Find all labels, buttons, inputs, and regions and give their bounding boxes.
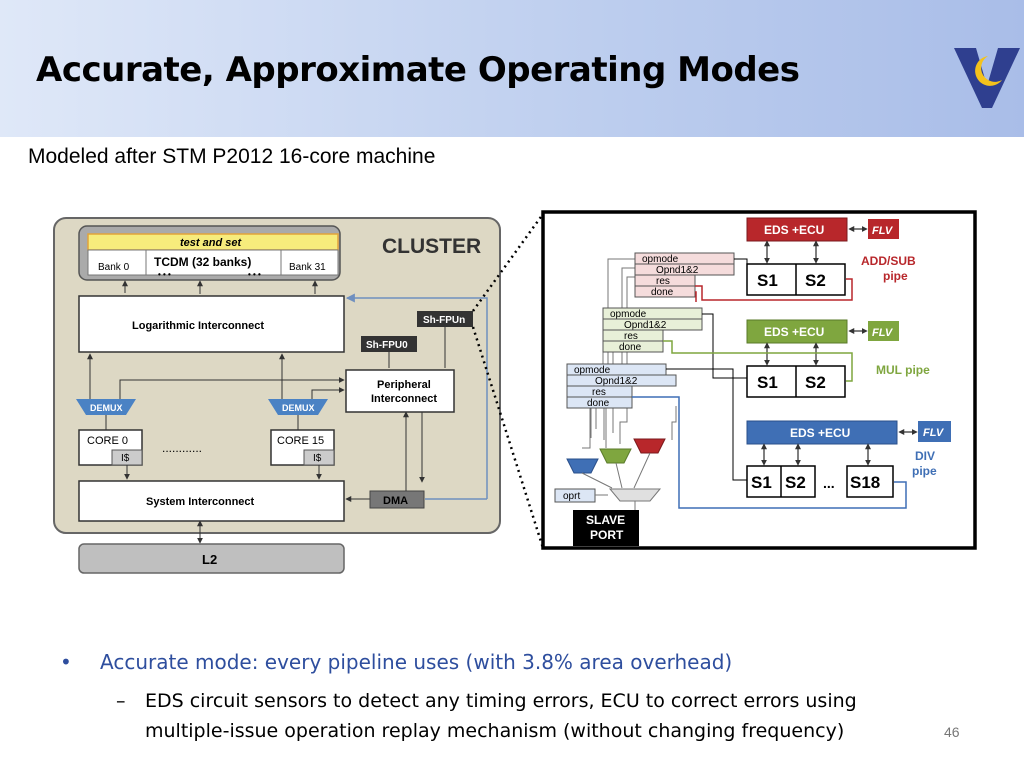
div-label-2: pipe bbox=[912, 464, 937, 478]
l2-label: L2 bbox=[202, 552, 217, 567]
div-done: done bbox=[587, 398, 610, 409]
bullet-sub: – EDS circuit sensors to detect any timi… bbox=[60, 686, 945, 746]
oprt-label: oprt bbox=[563, 491, 580, 502]
add-s1: S1 bbox=[757, 271, 778, 290]
mul-flv-label: FLV bbox=[872, 327, 894, 339]
sh-fpu0-label: Sh-FPU0 bbox=[366, 340, 408, 351]
tcdm-label: TCDM (32 banks) bbox=[154, 255, 251, 269]
dma-label: DMA bbox=[383, 495, 408, 507]
core15-label: CORE 15 bbox=[277, 435, 324, 447]
div-s2: S2 bbox=[785, 473, 806, 492]
log-interconnect-label: Logarithmic Interconnect bbox=[132, 320, 264, 332]
core0-label: CORE 0 bbox=[87, 435, 128, 447]
div-ellipsis: ... bbox=[823, 475, 835, 491]
mul-done: done bbox=[619, 342, 642, 353]
fpu-pipeline-panel: EDS +ECU FLV S1 S2 opmode Opnd1&2 res do… bbox=[541, 210, 977, 550]
bullet-list: • Accurate mode: every pipeline uses (wi… bbox=[60, 650, 960, 746]
add-opmode: opmode bbox=[642, 254, 679, 265]
mul-pipe: EDS +ECU FLV S1 S2 opmode Opnd1&2 res do… bbox=[602, 307, 930, 398]
core0-icache: I$ bbox=[121, 453, 130, 464]
bank0-label: Bank 0 bbox=[98, 262, 130, 273]
div-eds-label: EDS +ECU bbox=[790, 426, 850, 440]
demux0-label: DEMUX bbox=[90, 403, 123, 413]
core15-icache: I$ bbox=[313, 453, 322, 464]
architecture-diagram: CLUSTER test and set Bank 0 TCDM (32 ban… bbox=[53, 210, 977, 574]
div-res: res bbox=[592, 387, 606, 398]
div-flv-label: FLV bbox=[923, 427, 945, 439]
peripheral-label-1: Peripheral bbox=[377, 379, 431, 391]
system-interconnect-label: System Interconnect bbox=[146, 496, 255, 508]
bullet-dot: • bbox=[60, 650, 72, 674]
bank31-label: Bank 31 bbox=[289, 262, 326, 273]
mul-eds-label: EDS +ECU bbox=[764, 325, 824, 339]
test-and-set-label: test and set bbox=[180, 237, 242, 249]
title-banner bbox=[0, 0, 1024, 137]
core-dots: ............ bbox=[162, 441, 202, 455]
add-flv-label: FLV bbox=[872, 225, 894, 237]
div-pipe: EDS +ECU FLV S1 S2 ... S18 opmode Opnd1&… bbox=[566, 363, 951, 509]
bullet-main: • Accurate mode: every pipeline uses (wi… bbox=[60, 650, 960, 674]
bullet-sub-text: EDS circuit sensors to detect any timing… bbox=[145, 690, 857, 742]
tcdm-block: test and set Bank 0 TCDM (32 banks) • • … bbox=[78, 225, 341, 281]
mul-s1: S1 bbox=[757, 373, 778, 392]
div-opnd: Opnd1&2 bbox=[595, 376, 638, 387]
bullet-dash: – bbox=[116, 690, 126, 712]
div-s18: S18 bbox=[850, 473, 880, 492]
mul-opmode: opmode bbox=[610, 309, 647, 320]
mul-s2: S2 bbox=[805, 373, 826, 392]
log-interconnect-block: Logarithmic Interconnect bbox=[78, 280, 345, 353]
div-opmode: opmode bbox=[574, 365, 611, 376]
page-number: 46 bbox=[944, 724, 960, 740]
add-sub-pipe: EDS +ECU FLV S1 S2 opmode Opnd1&2 res do… bbox=[634, 217, 916, 302]
peripheral-label-2: Interconnect bbox=[371, 393, 437, 405]
cluster-block: CLUSTER test and set Bank 0 TCDM (32 ban… bbox=[53, 217, 501, 534]
mul-opnd: Opnd1&2 bbox=[624, 320, 667, 331]
add-res: res bbox=[656, 276, 670, 287]
add-sub-label-1: ADD/SUB bbox=[861, 254, 916, 268]
demux15-label: DEMUX bbox=[282, 403, 315, 413]
div-s1: S1 bbox=[751, 473, 772, 492]
tcdm-dots-right: • • • bbox=[248, 270, 261, 279]
add-sub-label-2: pipe bbox=[883, 269, 908, 283]
sh-fpun-label: Sh-FPUn bbox=[423, 315, 465, 326]
mul-res: res bbox=[624, 331, 638, 342]
add-s2: S2 bbox=[805, 271, 826, 290]
bullet-main-text: Accurate mode: every pipeline uses (with… bbox=[100, 650, 733, 674]
tcdm-dots-left: • • • bbox=[158, 270, 171, 279]
add-opnd: Opnd1&2 bbox=[656, 265, 699, 276]
div-label-1: DIV bbox=[915, 449, 935, 463]
add-done: done bbox=[651, 287, 674, 298]
subtitle: Modeled after STM P2012 16-core machine bbox=[28, 145, 436, 168]
mul-pipe-label: MUL pipe bbox=[876, 363, 930, 377]
slave-port-label-1: SLAVE bbox=[586, 513, 625, 527]
add-eds-label: EDS +ECU bbox=[764, 223, 824, 237]
university-logo bbox=[954, 48, 1020, 108]
slave-port-label-2: PORT bbox=[590, 528, 624, 542]
slide-title: Accurate, Approximate Operating Modes bbox=[36, 50, 800, 90]
cluster-label: CLUSTER bbox=[382, 235, 481, 258]
